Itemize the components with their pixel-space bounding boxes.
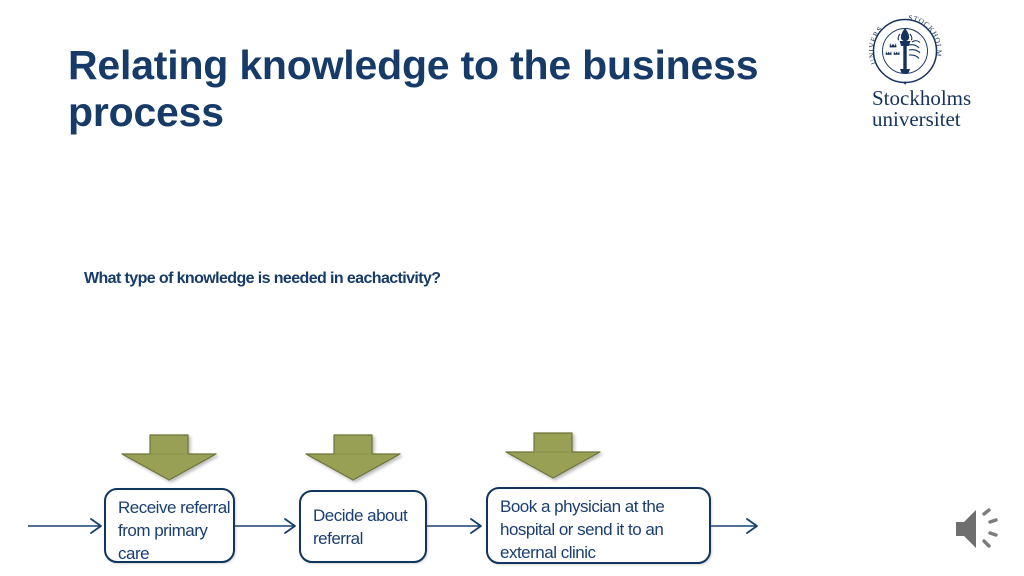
process-box-decide-referral[interactable]: Decide about referral [299, 490, 427, 563]
audio-playback-control[interactable] [950, 503, 1006, 555]
process-box-label: Decide about referral [313, 505, 408, 548]
svg-text:✦: ✦ [902, 80, 908, 88]
logo-wordmark-line1: Stockholms [872, 86, 972, 110]
slide-question-text: What type of knowledge is needed in each… [84, 270, 441, 287]
page-title: Relating knowledge to the business proce… [68, 42, 770, 135]
connector-in [28, 518, 102, 534]
process-box-receive-referral[interactable]: Receive referral from primary care [104, 488, 235, 563]
process-box-label: Book a physician at the hospital or send… [500, 497, 665, 562]
business-process-diagram: Receive referral from primary care Decid… [0, 420, 1024, 576]
connector-1-2 [234, 518, 296, 534]
knowledge-arrow-1 [121, 434, 217, 481]
svg-text:UNIVERSITET: UNIVERSITET [866, 12, 884, 66]
knowledge-arrow-3 [505, 432, 601, 479]
university-seal-icon: UNIVERSITET STOCKHOLMS ✦ [866, 12, 943, 88]
knowledge-arrow-2 [305, 434, 401, 481]
process-box-book-physician[interactable]: Book a physician at the hospital or send… [486, 487, 711, 564]
connector-2-3 [426, 518, 482, 534]
stockholm-university-logo: UNIVERSITET STOCKHOLMS ✦ Stockholms [866, 12, 1016, 130]
speaker-icon[interactable] [950, 503, 1006, 555]
connector-out [710, 518, 758, 534]
process-box-label: Receive referral from primary care [118, 498, 231, 563]
logo-wordmark-line2: universitet [872, 107, 961, 131]
logo-wordmark: Stockholms universitet [872, 88, 971, 130]
